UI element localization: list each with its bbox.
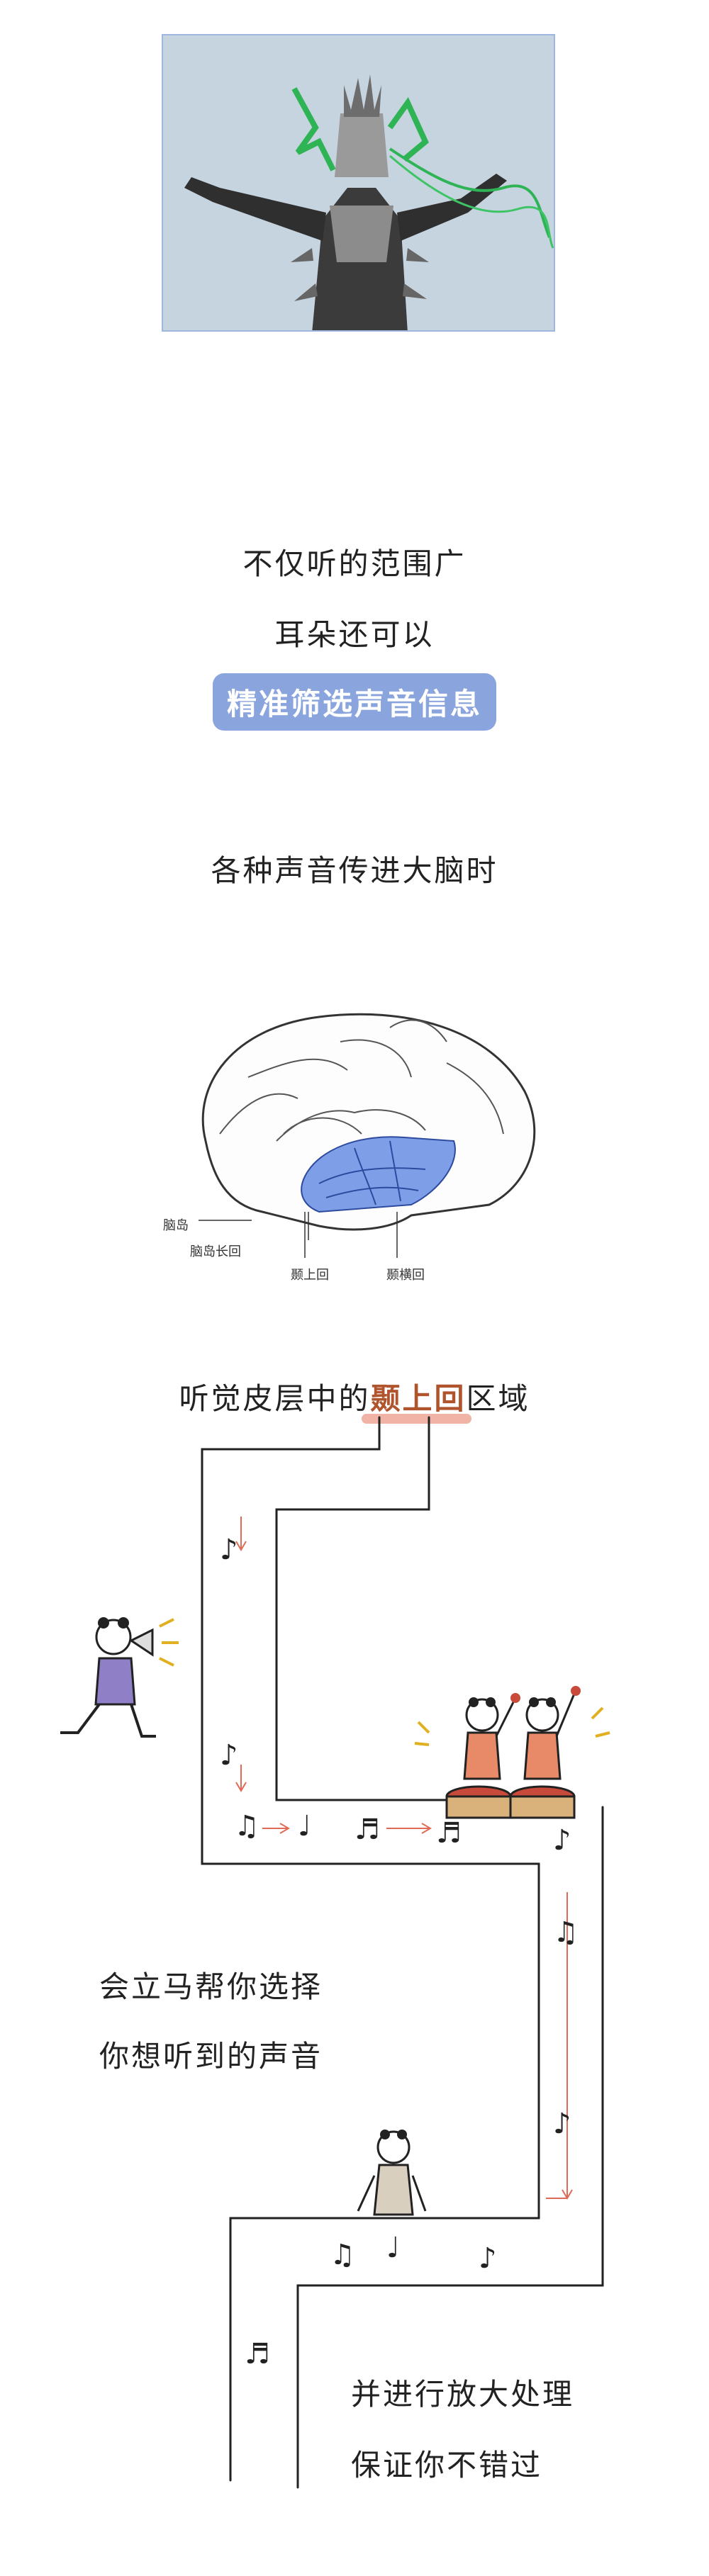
brain-label-long-gyrus: 脑岛长回 <box>190 1244 241 1259</box>
select-caption-2: 你想听到的声音 <box>99 2039 323 2074</box>
brain-diagram-icon <box>177 999 546 1311</box>
robot-photo <box>162 34 555 332</box>
cortex-prefix: 听觉皮层中的 <box>179 1381 371 1416</box>
cortex-suffix: 区域 <box>466 1381 530 1416</box>
caption-line-2: 耳朵还可以 <box>274 617 435 652</box>
brain-label-insula: 脑岛 <box>163 1218 189 1233</box>
music-note-icon: ♪ <box>553 2108 571 2140</box>
caption-pill-row: 精准筛选声音信息 <box>0 673 709 731</box>
music-note-icon: ♬ <box>245 2338 270 2370</box>
music-note-icon: ♫ <box>234 1810 259 1843</box>
highlight-underline <box>362 1414 471 1424</box>
music-note-icon: ♬ <box>436 1817 462 1850</box>
amplify-caption-2: 保证你不错过 <box>351 2448 543 2482</box>
drummer-pandas-icon <box>414 1686 610 1819</box>
brain-label-transverse-temporal: 颞横回 <box>386 1268 425 1283</box>
cortex-caption: 听觉皮层中的颞上回区域 <box>0 1375 709 1418</box>
megaphone-panda-icon <box>60 1617 179 1738</box>
music-note-icon: ♫ <box>330 2239 355 2271</box>
music-note-icon: ♬ <box>354 1813 380 1846</box>
music-note-icon: ♪ <box>220 1739 238 1772</box>
caption-line-1: 不仅听的范围广 <box>242 546 467 581</box>
music-note-icon: ♪ <box>479 2242 497 2275</box>
caption-line-4: 各种声音传进大脑时 <box>211 853 498 888</box>
music-note-icon: ♩ <box>386 2232 400 2264</box>
music-note-icon: ♪ <box>220 1534 238 1566</box>
standing-panda-icon <box>357 2130 427 2216</box>
select-caption-1: 会立马帮你选择 <box>99 1969 323 2004</box>
highlight-pill: 精准筛选声音信息 <box>212 673 496 731</box>
brain-label-superior-temporal: 颞上回 <box>291 1268 329 1283</box>
cortex-highlight: 颞上回 <box>370 1381 467 1416</box>
music-note-icon: ♪ <box>553 1824 571 1857</box>
music-note-icon: ♩ <box>298 1810 311 1843</box>
music-note-icon: ♫ <box>553 1916 579 1949</box>
amplify-caption-1: 并进行放大处理 <box>351 2377 575 2412</box>
